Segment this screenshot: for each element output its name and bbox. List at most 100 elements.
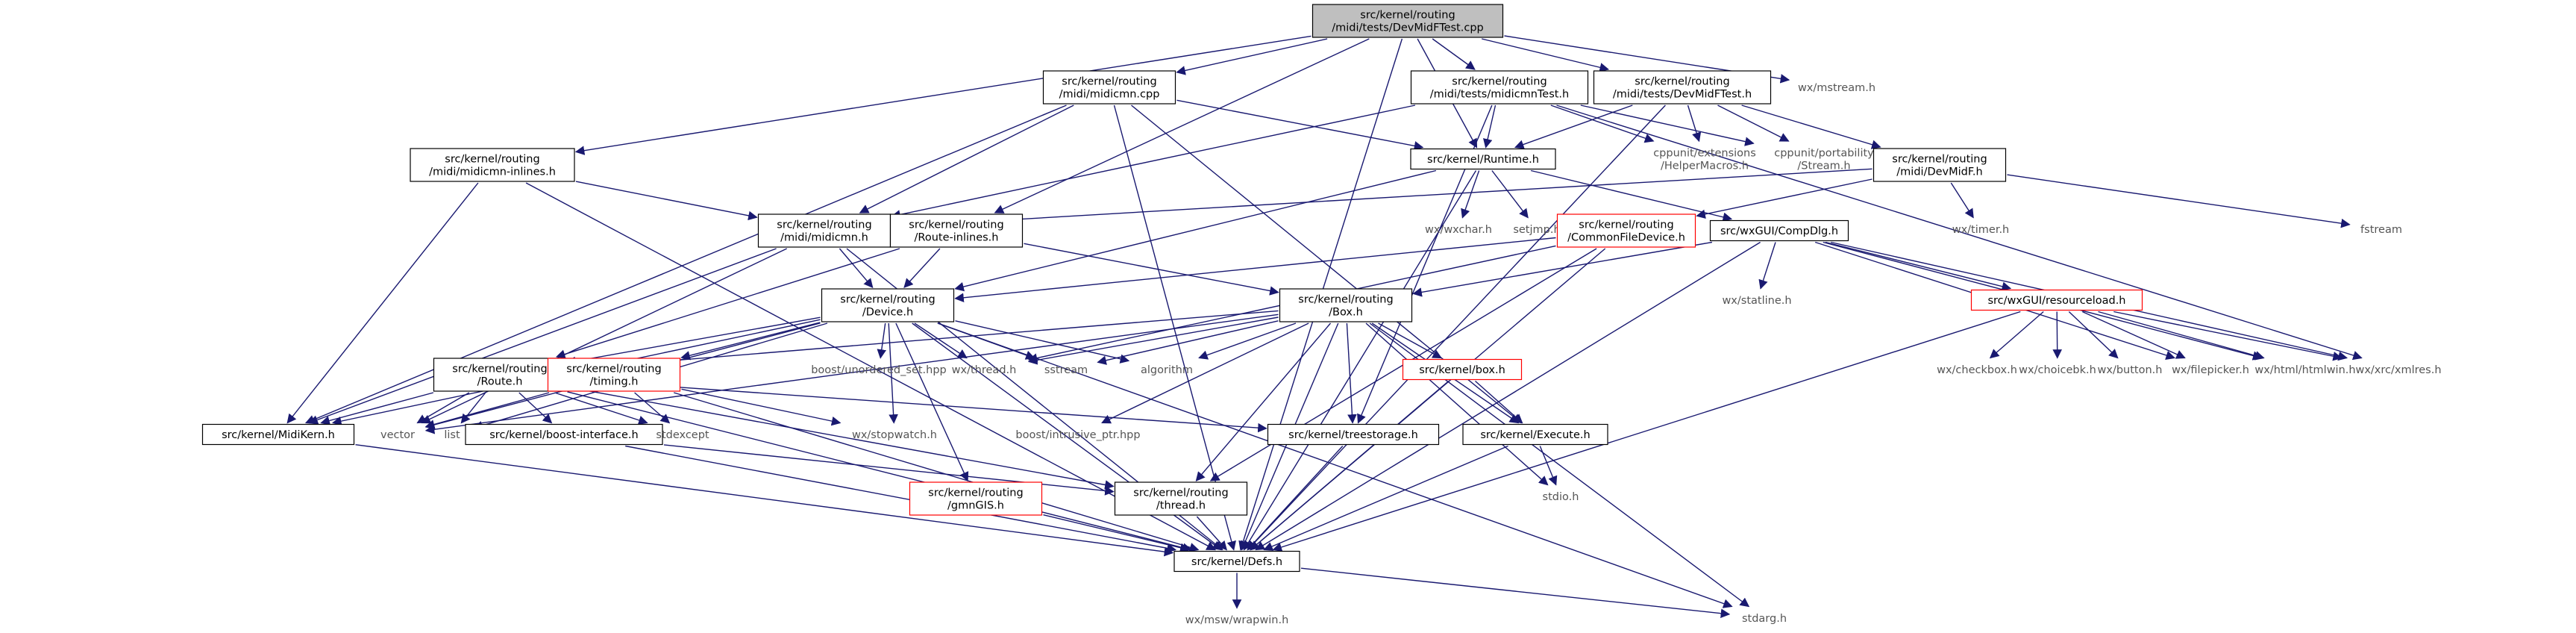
edge-boost_interface-to-Defs_h bbox=[625, 445, 1177, 553]
node-wx_statline: wx/statline.h bbox=[1722, 295, 1791, 307]
node-label-wx_thread: wx/thread.h bbox=[952, 364, 1017, 376]
edge-resourceload-to-wx_htmlwin bbox=[2098, 311, 2265, 361]
node-box-Route_h bbox=[433, 358, 567, 392]
node-CompDlg[interactable]: src/wxGUI/CompDlg.h bbox=[1709, 219, 1849, 242]
node-Execute_h[interactable]: src/kernel/Execute.h bbox=[1462, 423, 1608, 446]
node-label-DevMidF_h: src/kernel/routing bbox=[1892, 153, 1987, 165]
node-label-root: /midi/tests/DevMidFTest.cpp bbox=[1332, 22, 1483, 34]
edge-Route_h-to-list bbox=[460, 392, 486, 424]
edge-Runtime_h-to-CompDlg bbox=[1530, 169, 1733, 222]
edge-Execute_h-to-Defs_h bbox=[1263, 445, 1508, 551]
edge-Route_inlines-to-Device_h bbox=[903, 248, 941, 288]
node-midicmn_inlines[interactable]: src/kernel/routing/midi/midicmn-inlines.… bbox=[410, 148, 575, 182]
node-layer: src/kernel/routing/midi/tests/DevMidFTes… bbox=[201, 4, 2442, 626]
edge-timing_h-to-wx_stopwatch bbox=[681, 388, 842, 426]
node-timing_h[interactable]: src/kernel/routing/timing.h bbox=[547, 358, 681, 392]
edge-midicmn_cpp-to-MidiKern bbox=[304, 105, 1067, 424]
node-midicmn_h[interactable]: src/kernel/routing/midi/midicmn.h bbox=[757, 213, 891, 248]
edge-Route_h-to-MidiKern bbox=[320, 392, 434, 425]
node-wx_timer: wx/timer.h bbox=[1952, 224, 2010, 236]
node-CommonFileDevice[interactable]: src/kernel/routing/CommonFileDevice.h bbox=[1556, 213, 1696, 248]
node-root[interactable]: src/kernel/routing/midi/tests/DevMidFTes… bbox=[1311, 4, 1504, 38]
node-stdarg: stdarg.h bbox=[1742, 613, 1787, 625]
node-treestorage[interactable]: src/kernel/treestorage.h bbox=[1267, 423, 1440, 446]
edge-DevMidFTest_h-to-DevMidF_h bbox=[1741, 105, 1881, 149]
edge-treestorage-to-Defs_h bbox=[1247, 446, 1344, 551]
node-box-boost_interface bbox=[465, 423, 663, 446]
node-label-DevMidFTest_h: /midi/tests/DevMidFTest.h bbox=[1613, 88, 1752, 100]
edge-Route_h-to-Defs_h bbox=[567, 391, 1192, 552]
node-box_h_lower[interactable]: src/kernel/box.h bbox=[1402, 358, 1523, 381]
node-MidiKern[interactable]: src/kernel/MidiKern.h bbox=[201, 423, 355, 446]
edge-Execute_h-to-stdio bbox=[1539, 446, 1558, 486]
node-label-wx_timer: wx/timer.h bbox=[1952, 224, 2010, 236]
node-label-stdexcept: stdexcept bbox=[656, 429, 709, 441]
edge-Device_h-to-wx_stopwatch bbox=[888, 322, 898, 424]
edge-DevMidFTest_h-to-cppunit_stream bbox=[1717, 105, 1790, 142]
node-thread_h[interactable]: src/kernel/routing/thread.h bbox=[1114, 481, 1248, 516]
edge-timing_h-to-vector bbox=[424, 392, 550, 429]
edge-box_h_lower-to-Defs_h bbox=[1250, 380, 1450, 551]
node-label-midicmnTest_h: src/kernel/routing bbox=[1452, 75, 1546, 87]
node-DevMidFTest_h[interactable]: src/kernel/routing/midi/tests/DevMidFTes… bbox=[1593, 70, 1772, 105]
edge-midicmnTest_h-to-cppunit_stream bbox=[1580, 105, 1755, 146]
edge-Route_h-to-stdexcept bbox=[554, 392, 648, 425]
node-box-Runtime_h bbox=[1410, 148, 1556, 170]
node-label-Device_h: /Device.h bbox=[862, 306, 913, 318]
node-label-boost_unordered: boost/unordered_set.hpp bbox=[811, 364, 947, 376]
node-label-Route_inlines: src/kernel/routing bbox=[909, 219, 1003, 231]
node-wx_thread: wx/thread.h bbox=[952, 364, 1017, 376]
node-Defs_h[interactable]: src/kernel/Defs.h bbox=[1173, 550, 1300, 573]
edge-thread_h-to-Defs_h bbox=[1196, 516, 1228, 551]
node-box-Defs_h bbox=[1173, 550, 1300, 573]
node-Route_h[interactable]: src/kernel/routing/Route.h bbox=[433, 358, 567, 392]
node-DevMidF_h[interactable]: src/kernel/routing/midi/DevMidF.h bbox=[1873, 148, 2007, 182]
node-label-Box_h: /Box.h bbox=[1329, 306, 1363, 318]
node-label-midicmnTest_h: /midi/tests/midicmnTest.h bbox=[1430, 88, 1569, 100]
node-box-Route_inlines bbox=[889, 213, 1024, 248]
node-midicmn_cpp[interactable]: src/kernel/routing/midi/midicmn.cpp bbox=[1042, 70, 1176, 105]
node-wx_mstream: wx/mstream.h bbox=[1798, 82, 1875, 94]
node-Route_inlines[interactable]: src/kernel/routing/Route-inlines.h bbox=[889, 213, 1024, 248]
edge-Box_h-to-vector bbox=[424, 314, 1279, 434]
edge-Route_inlines-to-Box_h bbox=[1024, 243, 1279, 296]
edge-resourceload-to-wx_button bbox=[2068, 311, 2119, 359]
node-label-root: src/kernel/routing bbox=[1360, 9, 1455, 21]
node-midicmnTest_h[interactable]: src/kernel/routing/midi/tests/midicmnTes… bbox=[1410, 70, 1589, 105]
node-label-midicmn_inlines: /midi/midicmn-inlines.h bbox=[429, 166, 556, 178]
node-boost_intrusive: boost/intrusive_ptr.hpp bbox=[1015, 429, 1140, 441]
node-wx_msw_wrapwin: wx/msw/wrapwin.h bbox=[1185, 614, 1289, 626]
edge-resourceload-to-wx_filepicker bbox=[2082, 311, 2186, 359]
node-fstream: fstream bbox=[2360, 224, 2402, 236]
edge-Route_h-to-treestorage bbox=[567, 378, 1267, 433]
node-box-CompDlg bbox=[1709, 219, 1849, 242]
node-label-midicmn_h: src/kernel/routing bbox=[777, 219, 871, 231]
node-label-Runtime_h: src/kernel/Runtime.h bbox=[1427, 154, 1539, 166]
node-Box_h[interactable]: src/kernel/routing/Box.h bbox=[1279, 288, 1413, 322]
node-boost_interface[interactable]: src/kernel/boost-interface.h bbox=[465, 423, 663, 446]
edge-Runtime_h-to-wx_wxchar bbox=[1461, 170, 1480, 219]
node-Runtime_h[interactable]: src/kernel/Runtime.h bbox=[1410, 148, 1556, 170]
node-label-CommonFileDevice: src/kernel/routing bbox=[1579, 219, 1673, 231]
node-gmnGIS[interactable]: src/kernel/routing/gmnGIS.h bbox=[909, 481, 1043, 516]
node-wx_stopwatch: wx/stopwatch.h bbox=[852, 429, 937, 441]
node-wx_checkbox: wx/checkbox.h bbox=[1937, 364, 2017, 376]
edge-root-to-midicmn_inlines bbox=[574, 35, 1311, 155]
node-label-wx_wxchar: wx/wxchar.h bbox=[1425, 224, 1492, 236]
edge-timing_h-to-stdexcept bbox=[634, 392, 671, 424]
edge-Box_h-to-algorithm bbox=[1198, 322, 1297, 360]
edge-CompDlg-to-Defs_h bbox=[1255, 241, 1761, 551]
node-Device_h[interactable]: src/kernel/routing/Device.h bbox=[821, 288, 955, 322]
node-label-list: list bbox=[444, 429, 460, 441]
node-boost_unordered: boost/unordered_set.hpp bbox=[811, 364, 947, 376]
edge-CommonFileDevice-to-Device_h bbox=[954, 237, 1556, 303]
edge-DevMidF_h-to-midicmn_h bbox=[891, 168, 1873, 231]
edge-Route_h-to-boost_interface bbox=[518, 392, 553, 424]
node-label-thread_h: /thread.h bbox=[1156, 499, 1206, 511]
edge-Box_h-to-Route_h bbox=[566, 310, 1279, 373]
node-label-wx_statline: wx/statline.h bbox=[1722, 295, 1791, 307]
node-wx_htmlwin: wx/html/htmlwin.h bbox=[2254, 364, 2355, 376]
edge-Device_h-to-timing_h bbox=[680, 322, 821, 361]
node-box-midicmn_h bbox=[757, 213, 891, 248]
node-resourceload[interactable]: src/wxGUI/resourceload.h bbox=[1970, 289, 2143, 311]
